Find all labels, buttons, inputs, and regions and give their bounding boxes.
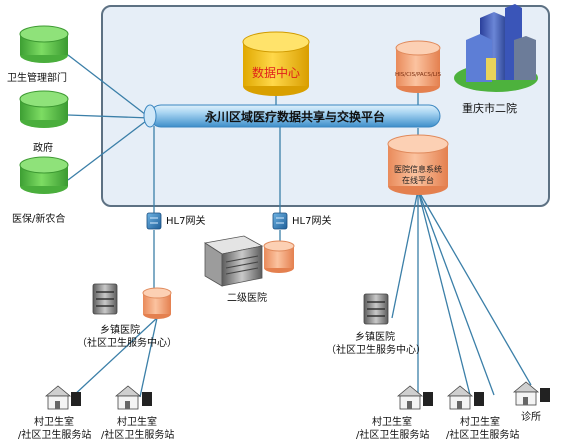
village-clinic-1-icon[interactable] xyxy=(44,385,81,410)
hospital-buildings-icon[interactable] xyxy=(454,4,538,92)
hl7-gateway-2-icon[interactable] xyxy=(272,212,288,230)
his-db-label: HIS/CIS/PACS/LIS xyxy=(395,72,441,78)
db-insurance[interactable] xyxy=(19,156,69,194)
village-1-line1: 村卫生室 xyxy=(34,415,74,428)
village-4-line2: /社区卫生服务站 xyxy=(446,428,519,441)
village-2-line2: /社区卫生服务站 xyxy=(101,428,174,441)
township-left-line1: 乡镇医院 xyxy=(100,323,140,336)
hospital-main-label: 重庆市二院 xyxy=(462,101,517,115)
township-right-server-icon[interactable] xyxy=(363,293,389,325)
db-health-dept[interactable] xyxy=(19,25,69,63)
hl7-gateway-2-label: HL7网关 xyxy=(292,214,331,227)
clinic-label: 诊所 xyxy=(521,410,541,423)
clinic-icon[interactable] xyxy=(512,381,550,406)
township-right-line1: 乡镇医院 xyxy=(355,330,395,343)
platform-title: 永川区域医疗数据共享与交换平台 xyxy=(204,109,385,124)
exchange-pipe[interactable] xyxy=(143,104,441,128)
secondary-hospital-label: 二级医院 xyxy=(227,291,267,304)
data-center-db[interactable] xyxy=(242,31,310,96)
online-platform-line2: 在线平台 xyxy=(402,175,434,185)
data-center-label: 数据中心 xyxy=(252,65,300,80)
township-left-db[interactable] xyxy=(142,287,172,319)
his-db[interactable] xyxy=(395,40,441,93)
online-platform-db[interactable] xyxy=(387,134,449,195)
secondary-hospital-server-icon[interactable] xyxy=(203,235,264,287)
db-health-dept-label: 卫生管理部门 xyxy=(7,71,67,84)
township-left-line2: （社区卫生服务中心） xyxy=(77,336,177,349)
township-right-line2: （社区卫生服务中心） xyxy=(326,343,426,356)
online-platform-line1: 医院信息系统 xyxy=(394,164,442,174)
db-insurance-label: 医保/新农合 xyxy=(12,212,65,225)
secondary-hospital-db[interactable] xyxy=(263,240,295,273)
village-3-line2: /社区卫生服务站 xyxy=(356,428,429,441)
village-4-line1: 村卫生室 xyxy=(460,415,500,428)
db-government-label: 政府 xyxy=(33,141,53,154)
db-government[interactable] xyxy=(19,90,69,128)
village-2-line1: 村卫生室 xyxy=(117,415,157,428)
township-left-server-icon[interactable] xyxy=(92,283,118,315)
village-clinic-3-icon[interactable] xyxy=(396,385,433,410)
village-1-line2: /社区卫生服务站 xyxy=(18,428,91,441)
hl7-gateway-1-icon[interactable] xyxy=(146,212,162,230)
village-clinic-4-icon[interactable] xyxy=(446,385,484,410)
hl7-gateway-1-label: HL7网关 xyxy=(166,214,205,227)
connector-lines xyxy=(67,54,532,398)
village-clinic-2-icon[interactable] xyxy=(114,385,152,410)
village-3-line1: 村卫生室 xyxy=(372,415,412,428)
